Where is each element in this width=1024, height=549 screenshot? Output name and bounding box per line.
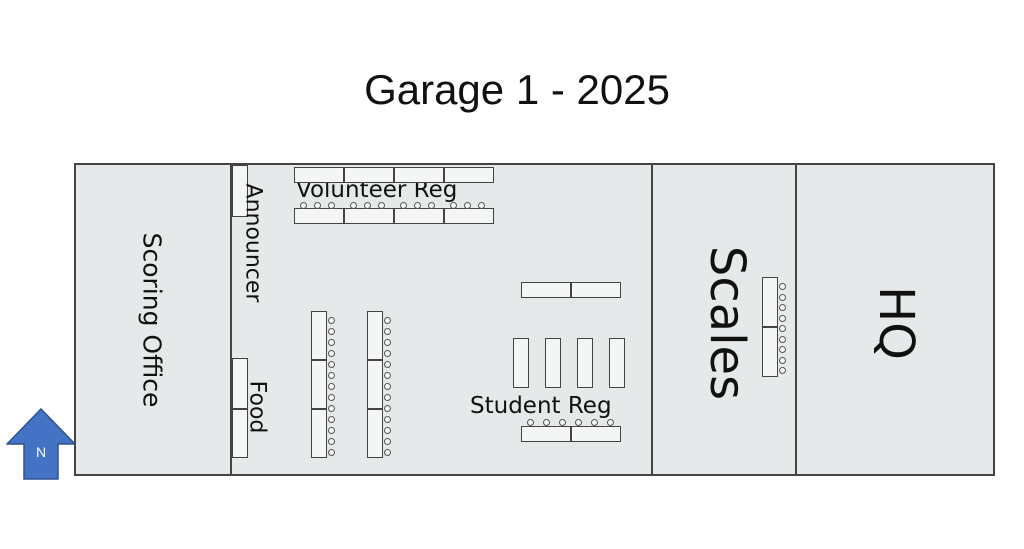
food-label: Food — [244, 380, 270, 434]
volunteer-reg-table — [294, 208, 344, 224]
chair — [400, 202, 407, 209]
scoring-office-room — [74, 163, 232, 476]
chair — [779, 304, 786, 311]
volunteer-reg-table — [444, 167, 494, 183]
volunteer-reg-table — [294, 167, 344, 183]
chair — [328, 427, 335, 434]
seating-table — [367, 360, 383, 409]
chair — [350, 202, 357, 209]
chair — [779, 293, 786, 301]
student-reg-table — [513, 338, 529, 388]
chair — [328, 383, 335, 390]
chair — [779, 283, 786, 290]
announcer-label: Announcer — [240, 183, 266, 303]
chair — [414, 202, 421, 209]
chair — [779, 346, 786, 353]
chair — [591, 419, 598, 426]
student-reg-table — [571, 426, 621, 442]
chair — [328, 405, 335, 412]
chair — [527, 419, 534, 426]
north-label: N — [35, 444, 47, 460]
student-reg-table — [521, 426, 571, 442]
scales-label: Scales — [699, 245, 755, 401]
chair — [378, 202, 385, 209]
chair — [328, 449, 335, 456]
seating-table — [311, 360, 327, 409]
chair — [543, 419, 550, 426]
chair — [328, 416, 335, 423]
map-title: Garage 1 - 2025 — [364, 66, 670, 113]
scoring-office-label: Scoring Office — [137, 232, 167, 408]
chair — [328, 372, 335, 379]
scales-table — [762, 327, 778, 377]
chair — [384, 317, 391, 324]
chair — [559, 419, 566, 426]
chair — [384, 350, 391, 357]
student-reg-label: Student Reg — [470, 393, 612, 419]
chair — [328, 350, 335, 357]
volunteer-reg-table — [444, 208, 494, 224]
chair — [328, 339, 335, 346]
chair — [384, 394, 391, 401]
north-arrow-icon — [6, 408, 76, 480]
student-reg-table — [545, 338, 561, 388]
chair — [464, 202, 471, 209]
chair — [328, 394, 335, 401]
volunteer-reg-table — [344, 167, 394, 183]
announcer-table — [232, 165, 248, 217]
chair — [384, 328, 391, 335]
volunteer-reg-table — [344, 208, 394, 224]
seating-table — [367, 409, 383, 458]
chair — [384, 416, 391, 423]
chair — [328, 317, 335, 324]
seating-table — [311, 311, 327, 360]
student-reg-table — [571, 282, 621, 298]
chair — [384, 372, 391, 379]
chair — [575, 419, 582, 426]
chair — [300, 202, 307, 209]
chair — [384, 383, 391, 390]
chair — [384, 405, 391, 412]
volunteer-reg-table — [394, 208, 444, 224]
chair — [779, 325, 786, 332]
seating-table — [311, 409, 327, 458]
chair — [779, 335, 786, 343]
chair — [384, 361, 391, 368]
chair — [779, 367, 786, 374]
chair — [779, 314, 786, 322]
chair — [364, 202, 371, 209]
volunteer-reg-table — [394, 167, 444, 183]
chair — [314, 202, 321, 209]
hq-room — [795, 163, 995, 476]
food-table-divider — [232, 408, 248, 410]
student-reg-table — [521, 282, 571, 298]
seating-table — [367, 311, 383, 360]
chair — [328, 361, 335, 368]
scales-table — [762, 277, 778, 327]
chair — [607, 419, 614, 426]
chair — [384, 339, 391, 346]
chair — [384, 449, 391, 456]
chair — [779, 356, 786, 364]
chair — [328, 202, 335, 209]
chair — [384, 427, 391, 434]
chair — [328, 438, 335, 445]
student-reg-table — [609, 338, 625, 388]
chair — [428, 202, 435, 209]
chair — [384, 438, 391, 445]
chair — [328, 328, 335, 335]
chair — [450, 202, 457, 209]
chair — [478, 202, 485, 209]
student-reg-table — [577, 338, 593, 388]
hq-label: HQ — [868, 286, 924, 360]
